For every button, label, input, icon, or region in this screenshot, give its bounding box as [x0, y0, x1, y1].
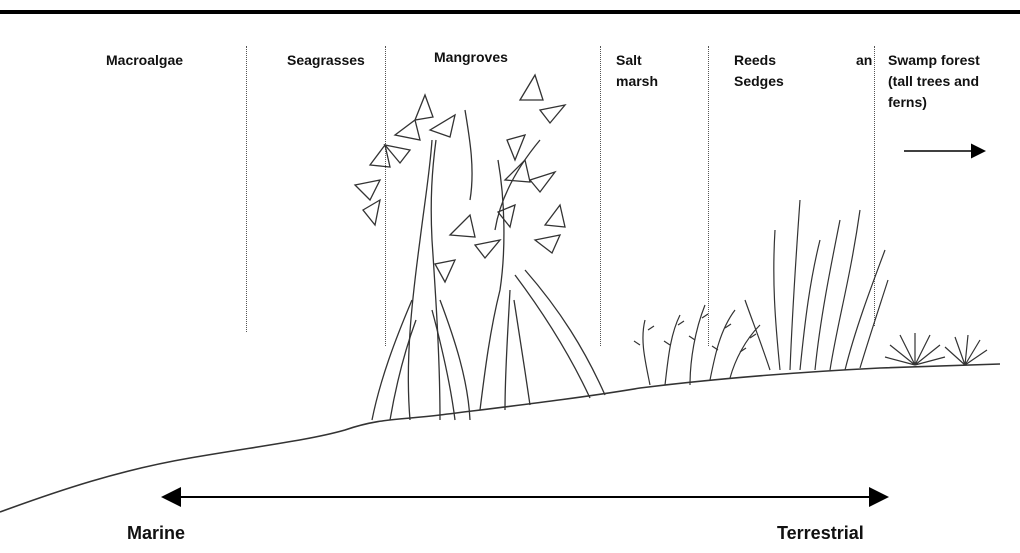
marine-label: Marine: [127, 523, 185, 544]
ground-profile: [0, 364, 1000, 512]
reeds-sedges: [745, 200, 888, 370]
mangrove-trees: [355, 75, 605, 420]
salt-marsh-plants: [634, 305, 760, 385]
swamp-ferns: [885, 333, 987, 365]
terrestrial-label: Terrestrial: [777, 523, 864, 544]
